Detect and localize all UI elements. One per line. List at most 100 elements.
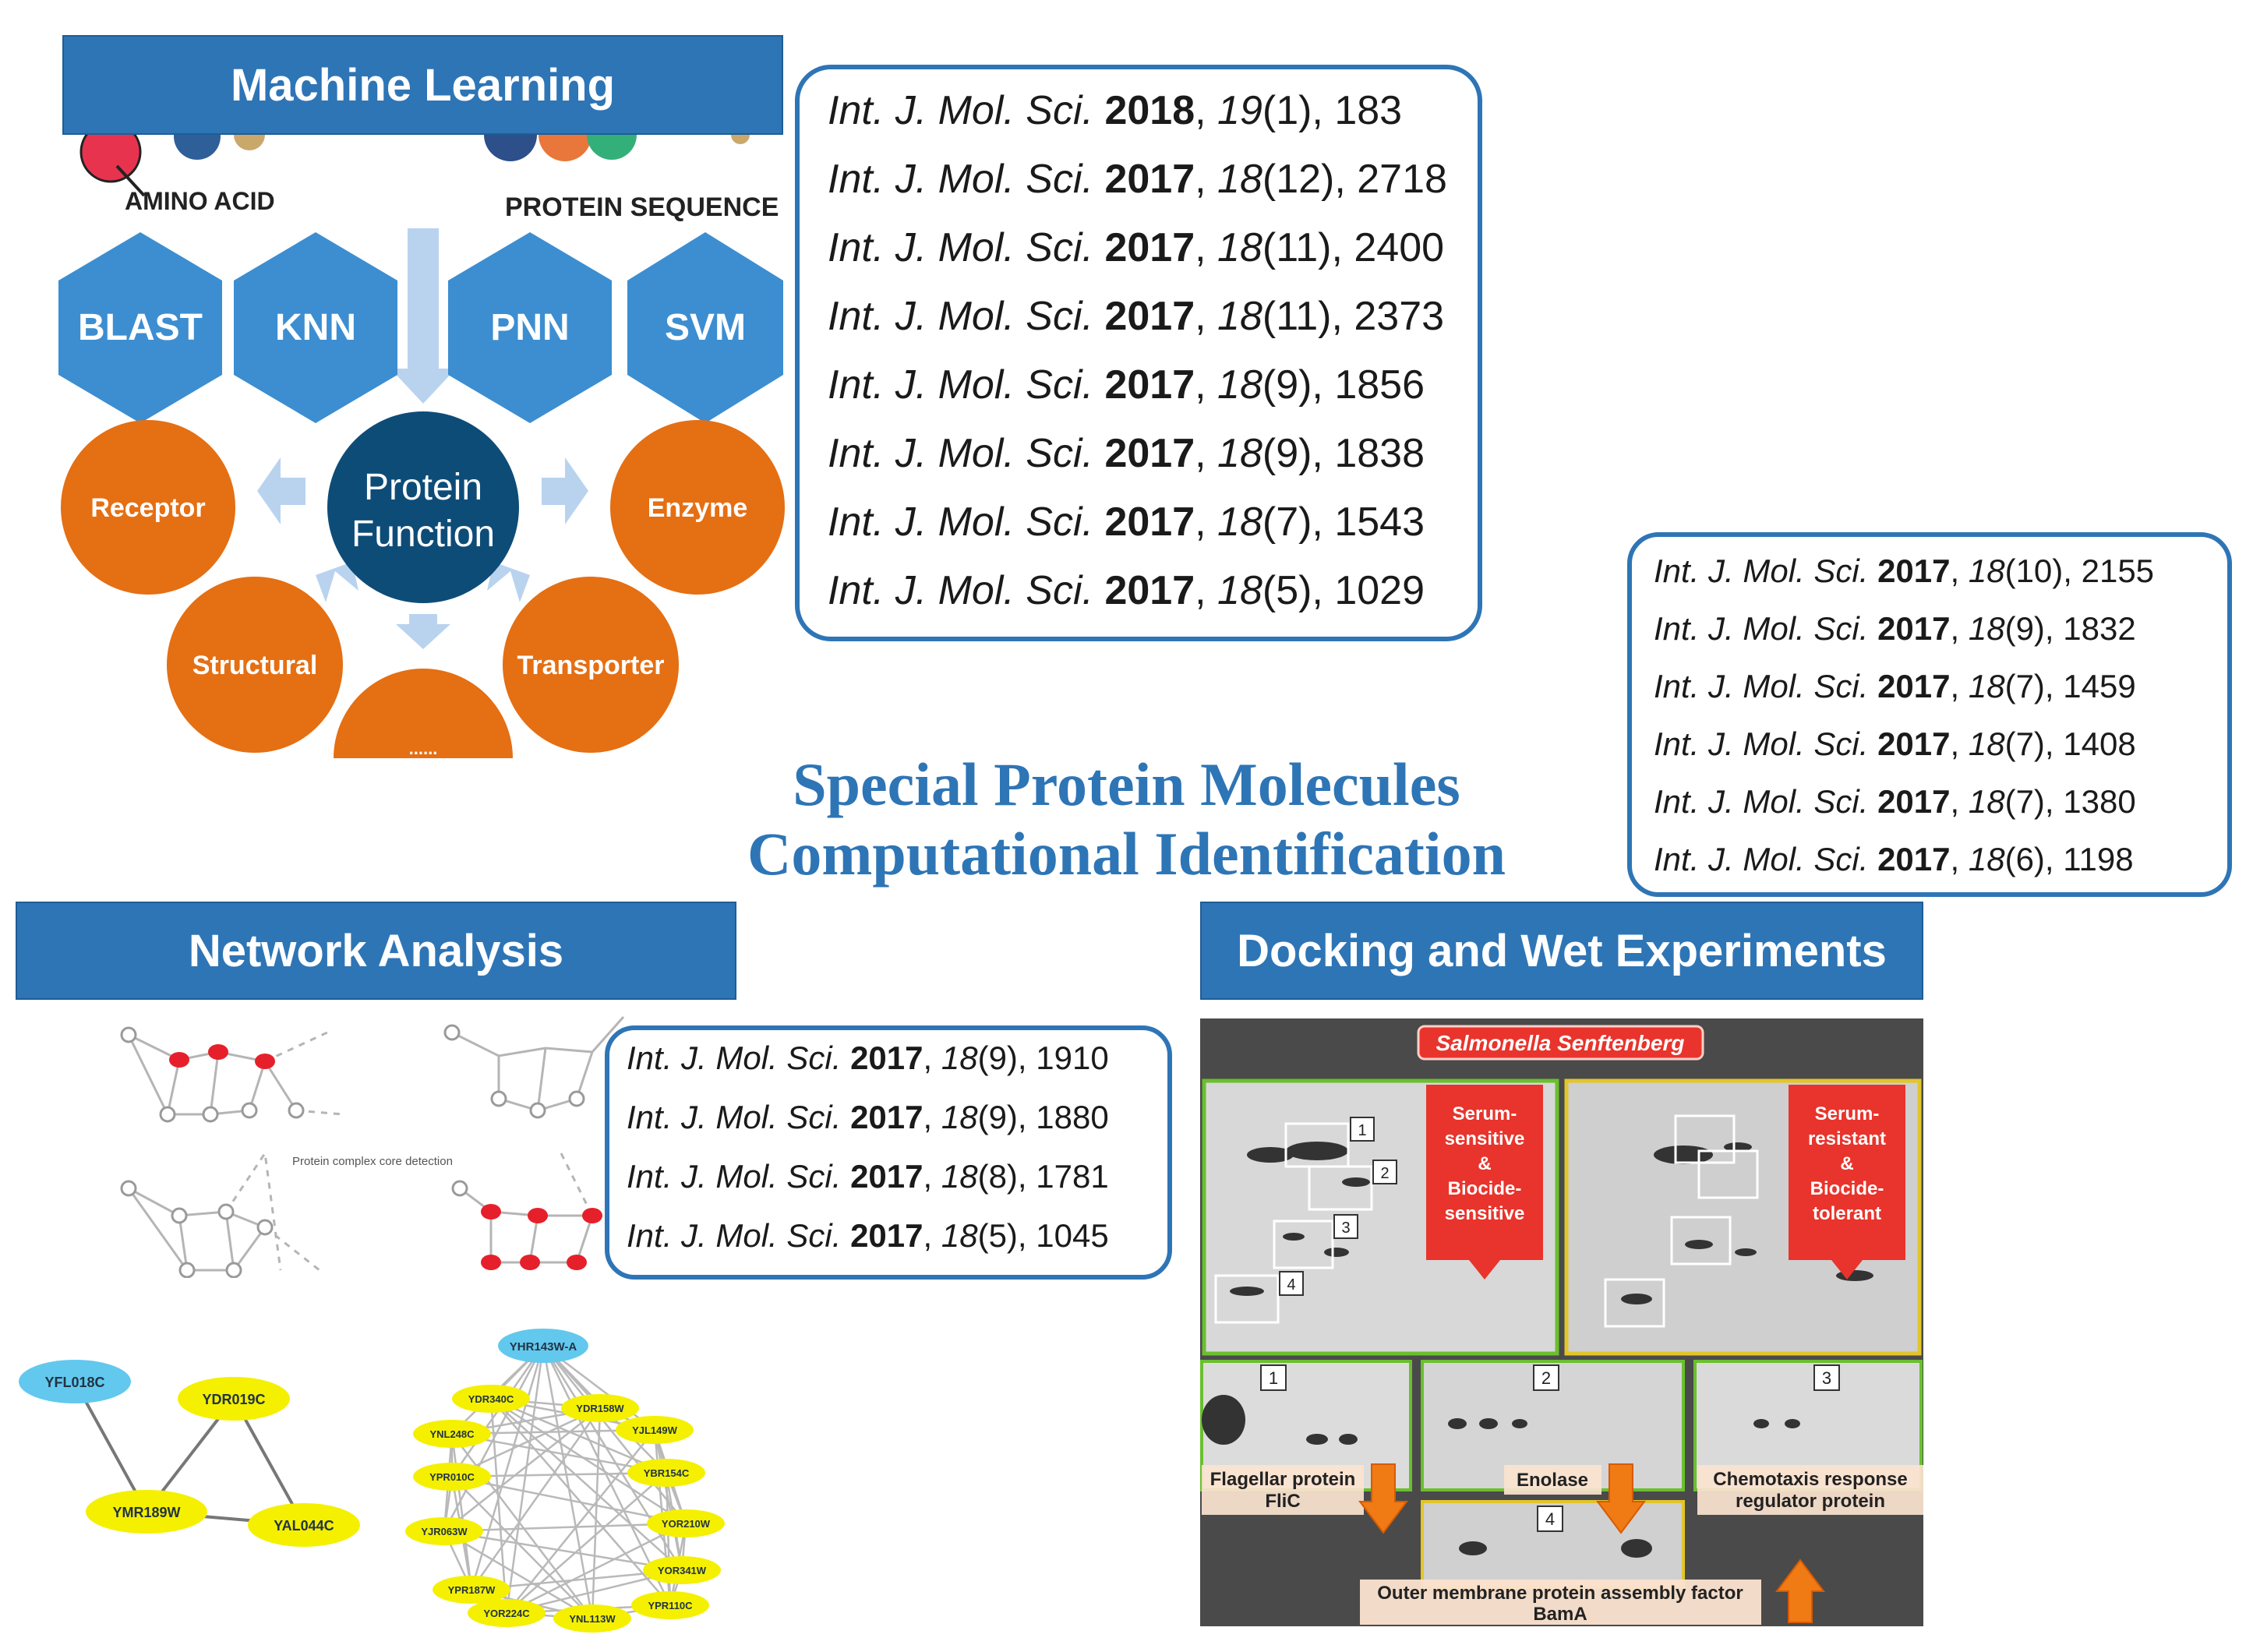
spot-number-2: 2: [1380, 1165, 1389, 1182]
protein-sequence-label: PROTEIN SEQUENCE: [505, 192, 779, 222]
network-ref-3: Int. J. Mol. Sci. 2017, 18(5), 1045: [627, 1217, 1109, 1254]
left-callout-line2: sensitive: [1445, 1128, 1525, 1149]
right-ref-1: Int. J. Mol. Sci. 2017, 18(9), 1832: [1654, 610, 2136, 647]
amino-acid-bead-red: [79, 135, 142, 183]
ppi-cluster-label: YJL149W: [632, 1424, 678, 1436]
network-graphs: Protein complex core detection: [120, 1016, 625, 1278]
right-arrow-icon: [542, 457, 588, 524]
ppi-cluster-label: YOR341W: [658, 1565, 707, 1576]
ppi-cluster-node: [553, 1604, 631, 1633]
ppi-node-yfl018c: [19, 1360, 131, 1403]
sequence-bead-green: [587, 135, 637, 160]
network-ref-2: Int. J. Mol. Sci. 2017, 18(8), 1781: [627, 1158, 1109, 1195]
ml-ref-6: Int. J. Mol. Sci. 2017, 18(7), 1543: [828, 499, 1425, 545]
ppi-label-yfl018c: YFL018C: [44, 1375, 104, 1390]
spot-number-1: 1: [1358, 1122, 1366, 1139]
protein1-label-bg: [1202, 1465, 1364, 1515]
right-callout-line1: Serum-: [1815, 1103, 1880, 1124]
ppi-node-ymr189w: [86, 1490, 207, 1534]
circle-structural: [167, 577, 343, 753]
arrow-down-1-icon: [1358, 1463, 1408, 1534]
protein1-line2: FliC: [1265, 1491, 1300, 1512]
bottom-arrow-icon: [396, 614, 450, 649]
circle-label-transporter: Transporter: [517, 651, 665, 680]
zoom-number-4: 4: [1545, 1509, 1555, 1529]
ppi-cluster-node: [433, 1576, 510, 1604]
ppi-networks: YFL018C YDR019C YMR189W YAL044C YDR340C Y…: [19, 1329, 725, 1633]
protein3-line1: Chemotaxis response: [1713, 1469, 1907, 1490]
ml-ref-7: Int. J. Mol. Sci. 2017, 18(5), 1029: [828, 568, 1425, 613]
title-line1: Special Protein Molecules: [793, 750, 1460, 818]
ppi-cluster-label: YNL113W: [569, 1613, 616, 1625]
center-line1: Protein: [364, 467, 482, 508]
circle-enzyme: [610, 420, 785, 595]
network-banner: Network Analysis: [16, 902, 736, 1000]
spot-number-3: 3: [1341, 1220, 1350, 1237]
ppi-node-ydr019c: [178, 1377, 290, 1421]
docking-figure: Salmonella Senftenberg 1 2 3 4 Serum- se…: [1200, 1018, 1923, 1626]
ppi-cluster-node: [468, 1599, 546, 1627]
ppi-label-ydr019c: YDR019C: [202, 1392, 265, 1407]
protein4-line1: Outer membrane protein assembly factor: [1377, 1583, 1743, 1604]
circle-label-structural: Structural: [192, 651, 318, 680]
left-callout: [1426, 1085, 1543, 1280]
hexagon-pnn: [448, 232, 612, 423]
hexagon-label-knn: KNN: [275, 307, 356, 348]
right-ref-2: Int. J. Mol. Sci. 2017, 18(7), 1459: [1654, 668, 2136, 704]
hexagon-label-blast: BLAST: [78, 307, 203, 348]
left-callout-line4: Biocide-: [1448, 1178, 1522, 1199]
circle-label-enzyme: Enzyme: [648, 493, 748, 523]
zoom-number-3: 3: [1822, 1368, 1831, 1388]
ppi-cluster-label: YOR210W: [662, 1518, 711, 1530]
right-callout-line5: tolerant: [1813, 1203, 1881, 1224]
network-ref-0: Int. J. Mol. Sci. 2017, 18(9), 1910: [627, 1040, 1109, 1076]
ml-ref-1: Int. J. Mol. Sci. 2017, 18(12), 2718: [828, 157, 1447, 202]
right-ref-3: Int. J. Mol. Sci. 2017, 18(7), 1408: [1654, 725, 2136, 762]
ppi-cluster-node: [413, 1420, 491, 1448]
ml-ref-4: Int. J. Mol. Sci. 2017, 18(9), 1856: [828, 362, 1425, 408]
left-arrow-icon: [257, 457, 305, 524]
ppi-cluster-label: YDR340C: [468, 1393, 514, 1405]
right-callout-line2: resistant: [1808, 1128, 1886, 1149]
amino-acid-bead-tan: [234, 135, 265, 150]
ml-banner-text: Machine Learning: [230, 59, 616, 111]
zoom-number-1: 1: [1269, 1368, 1278, 1388]
right-callout-line4: Biocide-: [1810, 1178, 1884, 1199]
zoom-number-2: 2: [1541, 1368, 1551, 1388]
organism-label: Salmonella Senftenberg: [1436, 1031, 1685, 1055]
left-callout-line5: sensitive: [1445, 1203, 1525, 1224]
spot-number-4: 4: [1287, 1276, 1295, 1294]
right-refs-box: Int. J. Mol. Sci. 2017, 18(10), 2155 Int…: [1627, 532, 2232, 897]
title-line2: Computational Identification: [747, 820, 1506, 888]
right-ref-5: Int. J. Mol. Sci. 2017, 18(6), 1198: [1654, 841, 2134, 877]
ppi-cluster-node: [627, 1459, 705, 1487]
network-refs-box: Int. J. Mol. Sci. 2017, 18(9), 1910 Int.…: [605, 1025, 1172, 1280]
ml-refs-box: Int. J. Mol. Sci. 2018, 19(1), 183 Int. …: [795, 65, 1482, 641]
sequence-bead-tan: [731, 135, 750, 144]
amino-acid-label: AMINO ACID: [125, 187, 275, 215]
ppi-label-ymr189w: YMR189W: [112, 1505, 180, 1520]
ppi-cluster-label: YJR063W: [421, 1526, 468, 1537]
hexagon-svm: [627, 232, 783, 423]
ml-diagram: AMINO ACID PROTEIN SEQUENCE BLAST KNN PN…: [58, 135, 785, 758]
right-ref-0: Int. J. Mol. Sci. 2017, 18(10), 2155: [1654, 552, 2155, 589]
protein1-line1: Flagellar protein: [1210, 1469, 1356, 1490]
amino-acid-pointer: [115, 164, 146, 197]
diag-arrow-right-icon: [487, 562, 530, 602]
ppi-cluster-label: YDR158W: [576, 1403, 624, 1414]
ppi-label-yal044c: YAL044C: [274, 1518, 334, 1534]
arrow-up-3-icon: [1775, 1558, 1825, 1623]
protein4-line2: BamA: [1533, 1604, 1587, 1625]
ppi-cluster-label: YBR154C: [644, 1467, 690, 1479]
right-callout: [1789, 1085, 1905, 1280]
ppi-cluster-node: [616, 1416, 694, 1444]
circle-receptor: [61, 420, 235, 595]
protein2-label-bg: [1504, 1465, 1601, 1495]
ml-ref-0: Int. J. Mol. Sci. 2018, 19(1), 183: [828, 88, 1403, 133]
hexagon-label-pnn: PNN: [490, 307, 569, 348]
protein-function-circle: [327, 411, 519, 603]
network-caption: Protein complex core detection: [292, 1155, 453, 1168]
left-callout-line3: &: [1478, 1153, 1491, 1174]
ppi-cluster-label: YPR110C: [648, 1600, 693, 1611]
ppi-cluster-label: YOR224C: [483, 1608, 530, 1619]
